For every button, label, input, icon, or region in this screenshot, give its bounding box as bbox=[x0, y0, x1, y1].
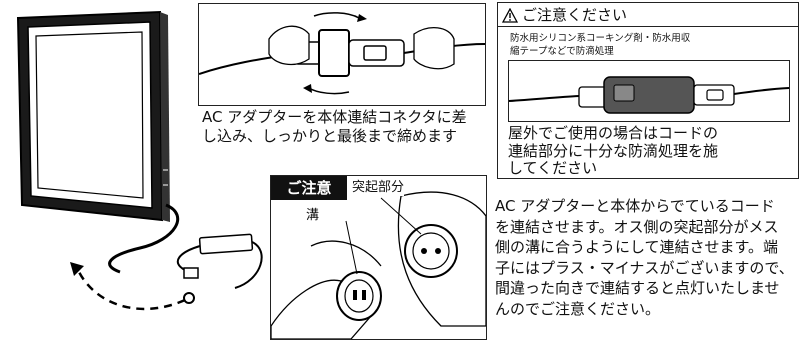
caution-box: ご注意ください 防水用シリコン系コーキング剤・防水用収 縮テープなどで防滴処理 … bbox=[497, 2, 799, 179]
waterproof-illustration bbox=[509, 76, 789, 114]
waterproof-note: 防水用シリコン系コーキング剤・防水用収 縮テープなどで防滴処理 bbox=[510, 33, 691, 57]
connector-alignment-illustration bbox=[271, 191, 486, 339]
frame-illustration bbox=[16, 10, 263, 311]
protrusion-label: 突起部分 bbox=[352, 180, 405, 196]
outdoor-instruction: 屋外でご使用の場合はコードの 連結部分に十分な防滴処理を施 してください bbox=[508, 124, 719, 177]
connector-alignment-panel bbox=[270, 175, 487, 340]
caution-badge: ご注意 bbox=[271, 176, 347, 200]
connection-instructions: AC アダプターと本体からでているコード を連結させます。オス側の突起部分がメス… bbox=[495, 197, 794, 318]
connector-twist-panel bbox=[198, 3, 486, 106]
caution-header: ご注意ください bbox=[502, 5, 627, 25]
connector-twist-illustration bbox=[199, 12, 485, 95]
connector-twist-caption: AC アダプターを本体連結コネクタに差 し込み、しっかりと最後まで締めます bbox=[202, 108, 467, 145]
warning-icon bbox=[502, 7, 518, 23]
waterproof-illustration-frame bbox=[508, 60, 790, 122]
groove-label: 溝 bbox=[306, 208, 320, 224]
caution-title: ご注意ください bbox=[522, 6, 628, 24]
